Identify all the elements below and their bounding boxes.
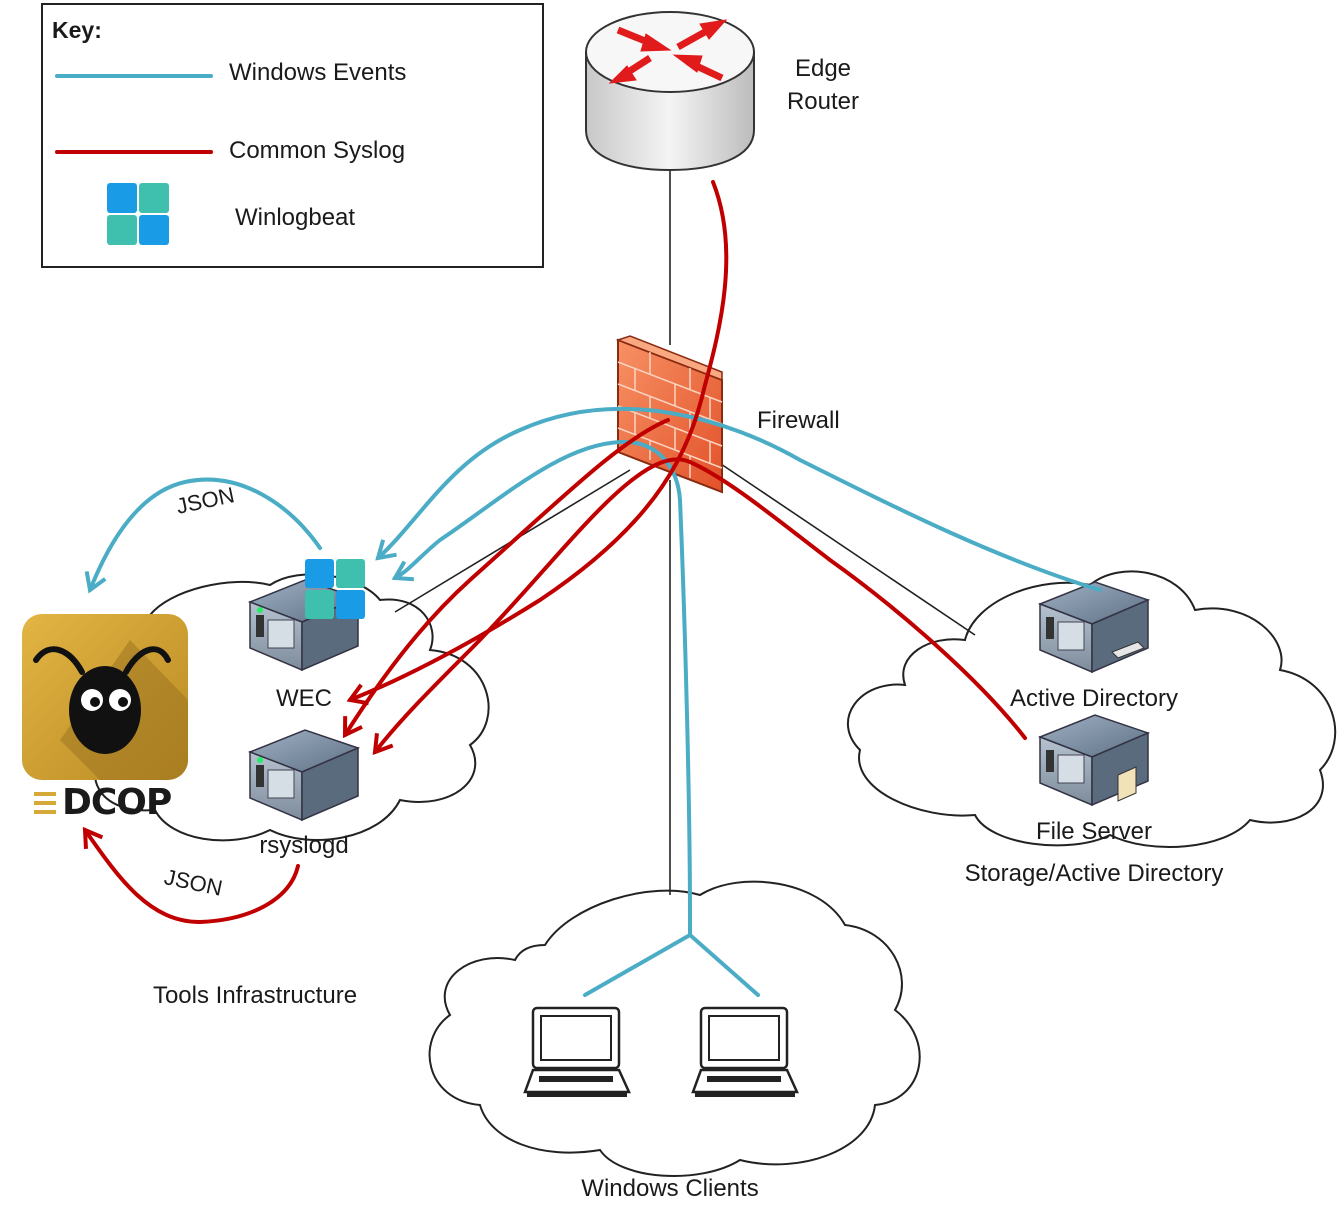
windows-clients-label: Windows Clients (581, 1175, 759, 1202)
tools-group-label: Tools Infrastructure (152, 982, 358, 1009)
windows-events-lines (84, 406, 1102, 997)
legend-item-winlogbeat: Winlogbeat (235, 204, 356, 231)
rsyslogd-server-icon (247, 729, 361, 822)
legend-item-common-syslog: Common Syslog (229, 137, 406, 164)
file-server-icon (1037, 714, 1151, 807)
network-cables (394, 170, 976, 895)
storage-cloud (847, 570, 1337, 848)
edge-router-icon (585, 11, 755, 172)
syslog-lines (82, 180, 1027, 925)
file-server-label: File Server (1035, 818, 1153, 845)
legend-title: Key: (52, 17, 102, 43)
legend: Key: Windows Events Common Syslog Winlog… (41, 3, 544, 268)
active-directory-label: Active Directory (1009, 685, 1179, 712)
windows-events-swatch (55, 74, 213, 78)
storage-group-label: Storage/Active Directory (964, 860, 1224, 887)
windows-clients-cloud (428, 880, 921, 1177)
dcop-label: DCOP (62, 782, 172, 823)
firewall-label: Firewall (757, 407, 840, 434)
edge-router-label-line1: Edge (794, 55, 852, 82)
firewall-icon (615, 335, 723, 494)
winlogbeat-icon (107, 183, 169, 245)
winlogbeat-icon (305, 559, 365, 619)
dcop-logo-icon (22, 614, 188, 814)
wec-label: WEC (276, 685, 332, 712)
edge-router-label-line2: Router (786, 88, 860, 115)
rsyslogd-label: rsyslogd (259, 832, 349, 859)
laptop-icon (691, 1006, 799, 1097)
active-directory-server-icon (1037, 581, 1151, 674)
syslog-swatch (55, 150, 213, 154)
legend-item-windows-events: Windows Events (229, 59, 407, 86)
laptop-icon (523, 1006, 631, 1097)
